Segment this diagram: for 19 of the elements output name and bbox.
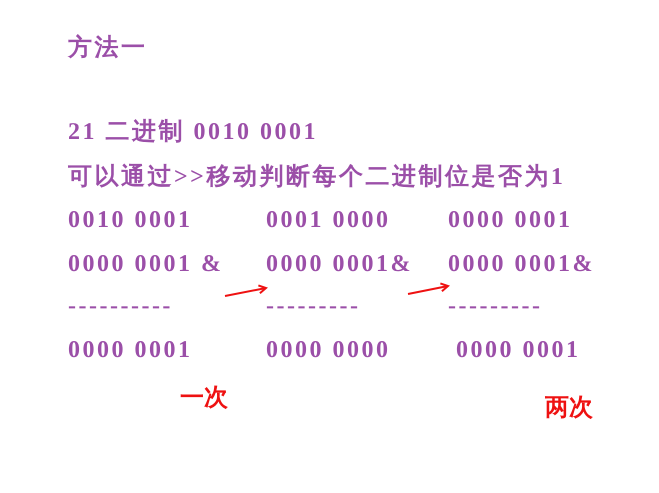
text-line: 可以通过>>移动判断每个二进制位是否为1	[68, 163, 566, 191]
binary-number: 0000 0001	[68, 336, 192, 364]
count-note: 一次	[180, 383, 228, 411]
separator-dashes: ---------	[448, 292, 542, 320]
separator-dashes: ---------	[266, 292, 360, 320]
arrow	[408, 282, 449, 295]
binary-number: 0000 0001&	[448, 250, 595, 278]
binary-number: 0000 0001	[448, 206, 572, 234]
binary-number: 0000 0001	[456, 336, 580, 364]
text-line: 21 二进制 0010 0001	[68, 118, 318, 146]
binary-number: 0001 0000	[266, 206, 390, 234]
arrow	[224, 284, 267, 297]
separator-dashes: ----------	[68, 292, 173, 320]
binary-number: 0000 0001&	[266, 250, 413, 278]
binary-number: 0000 0000	[266, 336, 390, 364]
binary-number: 0010 0001	[68, 206, 192, 234]
binary-number: 0000 0001 &	[68, 250, 224, 278]
heading: 方法一	[68, 34, 148, 62]
count-note: 两次	[545, 393, 593, 421]
